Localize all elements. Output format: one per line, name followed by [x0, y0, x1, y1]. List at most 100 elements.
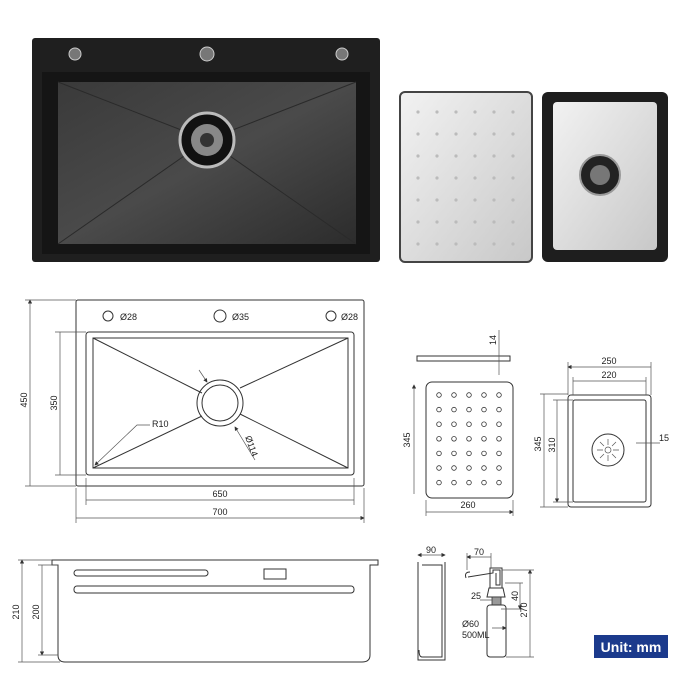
drain-hole: [454, 220, 458, 224]
neck-label: 40: [510, 591, 520, 601]
drain-hole: [435, 176, 439, 180]
drain-hole: [496, 450, 502, 457]
drain-hole: [481, 436, 487, 442]
drain-hole: [473, 154, 477, 158]
depth-outer-label: 210: [11, 604, 21, 619]
drain-hole: [436, 436, 442, 442]
unit-badge: Unit: mm: [594, 635, 668, 658]
drain-hole: [416, 110, 420, 114]
drain-hole: [416, 198, 420, 202]
drain-hole: [511, 176, 515, 180]
hole-center-label: Ø35: [232, 312, 249, 322]
drain-hole: [473, 110, 477, 114]
drain-hole: [492, 242, 496, 246]
drain-hole: [416, 132, 420, 136]
drain-hole: [496, 465, 502, 471]
drain-hole: [466, 392, 472, 398]
outer-height-label: 450: [19, 392, 29, 407]
drain-hole: [466, 465, 472, 471]
drain-hole: [451, 465, 457, 471]
drain-hole: [436, 479, 442, 486]
drain-hole: [473, 132, 477, 136]
rim-label: 15: [659, 433, 669, 443]
drain-hole: [473, 242, 477, 246]
small-width-outer-label: 250: [601, 356, 616, 366]
drain-hole: [496, 479, 502, 486]
drain-hole: [436, 392, 442, 398]
drain-hole: [436, 450, 442, 457]
drain-hole: [473, 220, 477, 224]
profile-depth-label: 90: [426, 545, 436, 555]
thread-label: 25: [471, 591, 481, 601]
drain-hole: [492, 132, 496, 136]
radius-label: R10: [152, 419, 169, 429]
drain-hole: [451, 421, 457, 427]
main-sink-plan: [25, 300, 364, 523]
drain-hole: [454, 176, 458, 180]
drain-hole: [496, 406, 502, 413]
drain-hole: [473, 198, 477, 202]
small-width-inner-label: 220: [601, 370, 616, 380]
drain-hole: [451, 450, 457, 457]
drain-hole: [466, 479, 472, 486]
drain-hole: [481, 406, 487, 413]
drain-hole: [451, 406, 457, 413]
drain-hole: [492, 176, 496, 180]
drain-hole: [454, 110, 458, 114]
drain-hole: [481, 421, 487, 427]
drain-hole: [466, 406, 472, 413]
drain-hole: [496, 421, 502, 427]
drain-hole: [416, 220, 420, 224]
depth-inner-label: 200: [31, 604, 41, 619]
drain-hole: [416, 242, 420, 246]
drain-hole: [451, 479, 457, 486]
total-height-label: 270: [519, 602, 529, 617]
faucet-hole-center: [213, 309, 227, 323]
small-sink-drawing: [540, 362, 660, 508]
faucet-hole-right: [325, 310, 337, 322]
faucet-hole-left: [102, 310, 114, 322]
drain-hole: [436, 421, 442, 427]
drain-hole: [435, 198, 439, 202]
drain-hole: [435, 220, 439, 224]
drain-diameter-label: Ø114: [243, 434, 260, 457]
drain-board-drawing: [414, 330, 513, 516]
drain-hole: [496, 392, 502, 398]
drain-hole: [416, 176, 420, 180]
drain-hole: [436, 406, 442, 413]
board-thickness-label: 14: [488, 335, 498, 345]
drain-hole: [496, 436, 502, 442]
drain-hole: [511, 242, 515, 246]
small-height-outer-label: 345: [533, 436, 543, 451]
drain-hole: [511, 154, 515, 158]
drain-hole: [416, 154, 420, 158]
spout-label: 70: [474, 547, 484, 557]
outer-width-label: 700: [212, 507, 227, 517]
board-height-label: 345: [402, 432, 412, 447]
drain-board-photo: [399, 91, 533, 263]
drain-hole: [481, 479, 487, 486]
drain-hole: [435, 154, 439, 158]
drain-hole: [435, 110, 439, 114]
drain-hole: [454, 198, 458, 202]
drain-hole: [511, 220, 515, 224]
small-sink-photo: [542, 92, 668, 262]
hole-right-label: Ø28: [341, 312, 358, 322]
drain-hole: [492, 154, 496, 158]
drain-hole: [435, 242, 439, 246]
drain-hole: [492, 110, 496, 114]
drain-hole: [451, 436, 457, 442]
drain-hole: [466, 436, 472, 442]
drain-hole: [481, 450, 487, 457]
small-height-inner-label: 310: [547, 437, 557, 452]
drain-hole: [492, 198, 496, 202]
drain-hole: [454, 132, 458, 136]
board-width-label: 260: [460, 500, 475, 510]
side-view-drawing: [18, 560, 379, 663]
drain-hole: [492, 220, 496, 224]
drain-hole: [466, 450, 472, 457]
drain-hole: [454, 154, 458, 158]
diameter-label: Ø60: [462, 619, 479, 629]
